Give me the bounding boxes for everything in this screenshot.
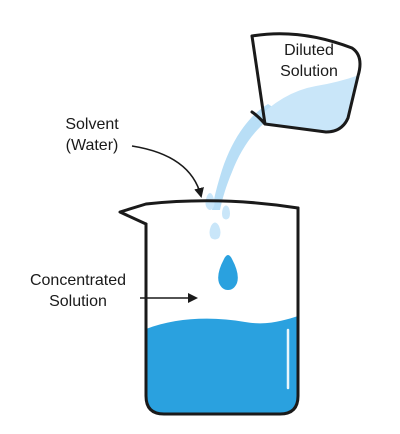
droplet-icon xyxy=(222,205,230,220)
diluted-label-line-1: Diluted xyxy=(284,42,334,59)
solvent-arrow-icon xyxy=(131,145,204,198)
concentrated-solution-liquid xyxy=(146,316,298,414)
diluted-label-line-2: Solution xyxy=(280,63,338,80)
droplet-icon xyxy=(218,255,238,290)
solvent-label-line-1: Solvent xyxy=(65,116,119,133)
beaker-icon xyxy=(144,206,300,416)
droplet-icon xyxy=(209,222,221,240)
diluted-solution-label: Diluted Solution xyxy=(264,40,354,82)
beaker-rim xyxy=(118,199,300,226)
concentrated-label-line-2: Solution xyxy=(49,293,107,310)
cup-icon xyxy=(250,32,362,134)
concentrated-label-line-1: Concentrated xyxy=(29,272,127,289)
concentrated-solution-label: Concentrated Solution xyxy=(14,270,142,312)
solvent-label-line-2: (Water) xyxy=(65,137,119,154)
solvent-label: Solvent (Water) xyxy=(50,114,134,156)
